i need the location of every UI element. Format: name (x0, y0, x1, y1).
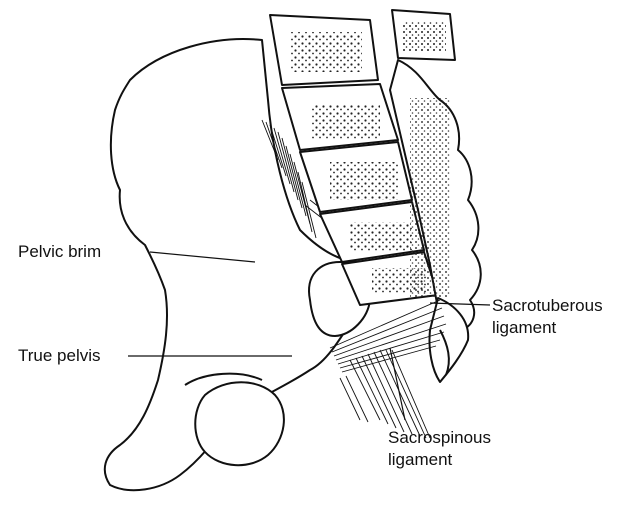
sacrospinous-label-line2: ligament (388, 450, 452, 470)
sacrotuberous-label-line1: Sacrotuberous (492, 296, 603, 316)
sacrospinous-leader (390, 348, 405, 420)
true-pelvis-label: True pelvis (18, 346, 101, 366)
pelvic-brim-label: Pelvic brim (18, 242, 101, 262)
sacrotuberous-label-line2: ligament (492, 318, 556, 338)
sacrospinous-label-line1: Sacrospinous (388, 428, 491, 448)
